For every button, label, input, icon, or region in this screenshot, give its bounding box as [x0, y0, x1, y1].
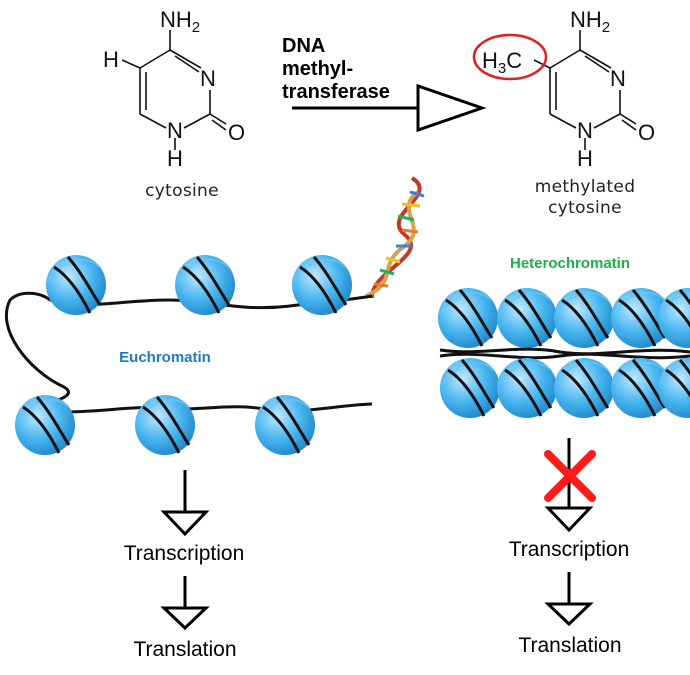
methyl-group-label: H3C: [482, 48, 522, 77]
euchromatin-translation: Translation: [133, 638, 236, 661]
methylated-h-label: H: [577, 146, 593, 171]
svg-text:methyl-: methyl-: [282, 58, 353, 80]
euchromatin-label: Euchromatin: [119, 349, 211, 366]
reaction-arrow: [292, 83, 487, 133]
methylated-n-label: N: [610, 66, 626, 91]
heterochromatin-label: Heterochromatin: [510, 255, 630, 272]
blocked-cross-icon: [544, 450, 596, 502]
enzyme-label: DNA methyl- transferase: [282, 35, 390, 103]
methylated-nh2-label: NH2: [570, 7, 610, 36]
euchromatin-arrow-2: [160, 576, 210, 631]
methylated-o-label: O: [638, 120, 655, 145]
heterochromatin-transcription: Transcription: [509, 538, 630, 561]
cytosine-o-label: O: [228, 120, 245, 145]
cytosine-h-label: H: [167, 146, 183, 171]
dna-helix-icon: [365, 176, 425, 299]
methyl-highlight-circle: [472, 33, 548, 81]
cytosine-nh-label: N: [167, 118, 183, 143]
euchromatin-fiber: [4, 253, 373, 457]
cytosine-n-label: N: [200, 66, 216, 91]
svg-text:DNA: DNA: [282, 35, 325, 57]
heterochromatin-translation: Translation: [518, 634, 621, 657]
methylated-nh-label: N: [577, 118, 593, 143]
heterochromatin-arrow-1: [544, 438, 594, 533]
heterochromatin-fiber: [436, 286, 690, 420]
euchromatin-arrow-1: [160, 470, 210, 537]
euchromatin-transcription: Transcription: [124, 542, 245, 565]
cytosine-structure: NH2 N N H O H: [103, 7, 245, 171]
methylated-cytosine-structure: NH2 N N H O H3C: [472, 7, 655, 171]
cytosine-nh2-label: NH2: [160, 7, 200, 36]
cytosine-caption: cytosine: [145, 181, 219, 201]
heterochromatin-arrow-2: [544, 572, 594, 627]
methylated-caption-line1: methylated: [535, 177, 636, 197]
svg-text:transferase: transferase: [282, 81, 390, 103]
methylated-caption-line2: cytosine: [548, 198, 622, 218]
cytosine-h-left-label: H: [103, 47, 119, 72]
